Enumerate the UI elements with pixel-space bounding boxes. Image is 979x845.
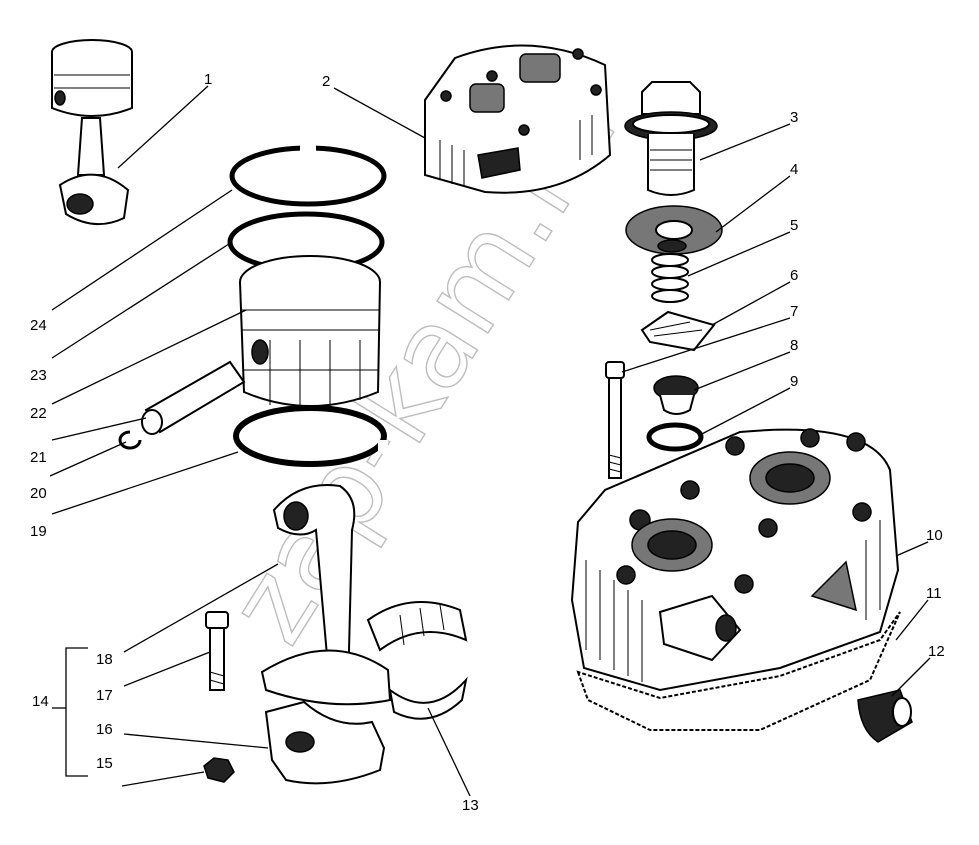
- callout-21: 21: [30, 449, 47, 466]
- callout-22: 22: [30, 405, 47, 422]
- callout-12: 12: [928, 643, 945, 660]
- callout-2: 2: [322, 73, 330, 90]
- callout-4: 4: [790, 161, 798, 178]
- callout-9: 9: [790, 373, 798, 390]
- callout-16: 16: [96, 721, 113, 738]
- callout-3: 3: [790, 109, 798, 126]
- callout-11: 11: [926, 585, 942, 602]
- part-valve-plate: [640, 310, 716, 352]
- callout-20: 20: [30, 485, 47, 502]
- part-valve-spring: [651, 239, 689, 303]
- part-piston-ring-lower: [233, 405, 388, 467]
- part-piston-assembly-small: [51, 39, 133, 225]
- callout-15: 15: [96, 755, 113, 772]
- callout-7: 7: [790, 303, 798, 320]
- part-cylinder-head-small: [424, 44, 612, 194]
- callout-labels: 1 2 3 4 5 6 7 8 9 10 11 12 13 14 15 16 1…: [30, 71, 945, 814]
- part-gasket: [576, 611, 901, 731]
- callout-5: 5: [790, 217, 798, 234]
- part-long-bolt: [605, 361, 625, 479]
- callout-17: 17: [96, 687, 113, 704]
- callout-24: 24: [30, 317, 47, 334]
- leader-lines: [49, 85, 931, 797]
- part-valve-seat: [653, 375, 699, 415]
- part-nut: [203, 757, 235, 783]
- part-piston: [239, 255, 381, 410]
- part-piston-ring-upper: [229, 144, 387, 207]
- part-o-ring: [646, 422, 704, 452]
- part-piston-pin: [141, 360, 246, 435]
- callout-19: 19: [30, 523, 47, 540]
- callout-18: 18: [96, 651, 113, 668]
- part-threaded-plug: [857, 689, 913, 743]
- part-cap-bolt: [205, 611, 229, 691]
- part-connecting-rod: [260, 484, 392, 706]
- callout-1: 1: [204, 71, 212, 88]
- callout-14: 14: [32, 693, 49, 710]
- callout-13: 13: [462, 797, 479, 814]
- callout-8: 8: [790, 337, 798, 354]
- part-circlip: [118, 430, 142, 450]
- part-rod-cap: [264, 700, 386, 785]
- callout-23: 23: [30, 367, 47, 384]
- part-bearing-shells: [366, 601, 468, 720]
- part-valve-plug: [624, 81, 718, 196]
- callout-10: 10: [926, 527, 943, 544]
- callout-6: 6: [790, 267, 798, 284]
- part-cylinder-head-large: [570, 428, 900, 692]
